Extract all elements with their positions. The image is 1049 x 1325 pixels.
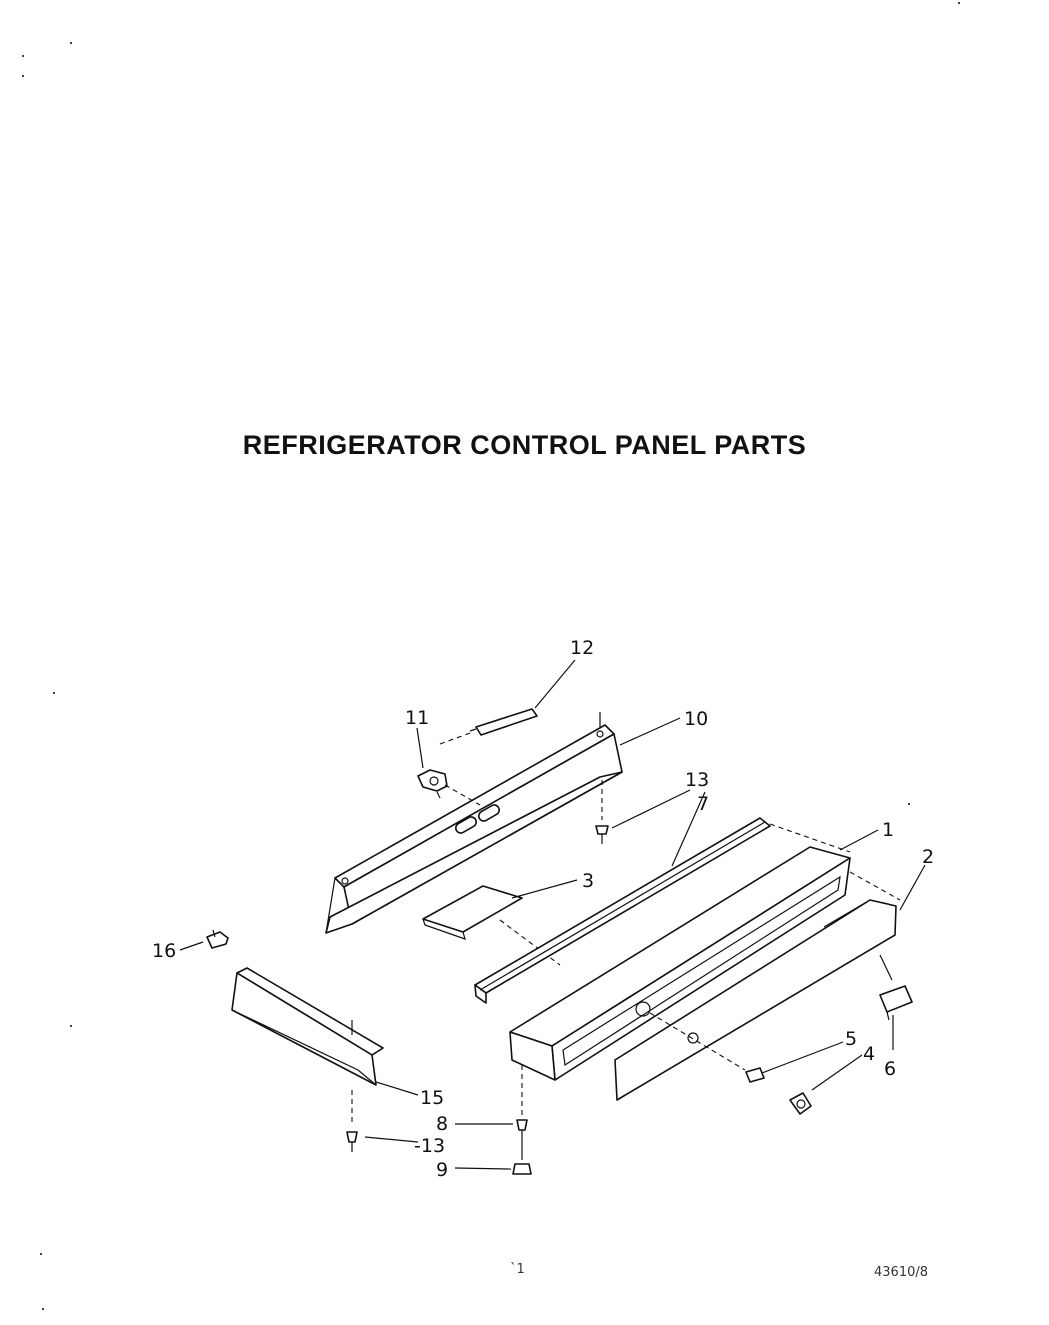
- callout-10: 10: [684, 708, 708, 730]
- leader-lines: [179, 659, 926, 1170]
- part-1-housing: [509, 823, 901, 1081]
- part-5-bulb: [649, 1012, 765, 1083]
- scan-speck: [70, 42, 72, 44]
- callout-12: 12: [570, 637, 594, 659]
- callout-7: 7: [697, 793, 709, 815]
- part-10-upper-rail: [325, 712, 623, 934]
- callout-16: 16: [152, 940, 176, 962]
- scan-speck: [40, 1253, 42, 1255]
- part-9-foot: [512, 1163, 532, 1175]
- document-number: 43610/8: [874, 1265, 929, 1280]
- callout-6: 6: [884, 1058, 896, 1080]
- part-13-screw-upper: [595, 780, 609, 844]
- part-6-switch: [879, 954, 913, 1050]
- part-3-switch-plate: [422, 885, 561, 966]
- callout-3: 3: [582, 870, 594, 892]
- part-4-socket: [789, 1092, 812, 1115]
- callout-4: 4: [863, 1043, 875, 1065]
- part-16-clip: [206, 929, 229, 949]
- part-15-trim-channel: [231, 967, 384, 1086]
- scan-speck: [22, 55, 24, 57]
- callout-8: 8: [436, 1113, 448, 1135]
- callout-13-lower: -13: [414, 1135, 445, 1157]
- part-8-screw: [516, 1065, 528, 1160]
- callout-9: 9: [436, 1159, 448, 1181]
- part-7-strip: [474, 817, 771, 1004]
- scan-speck: [908, 803, 910, 805]
- callout-5: 5: [845, 1028, 857, 1050]
- page-number: `1: [510, 1262, 525, 1277]
- part-11-clip: [417, 769, 448, 799]
- callout-15: 15: [420, 1087, 444, 1109]
- part-2-cover: [614, 899, 897, 1101]
- scan-speck: [22, 75, 24, 77]
- callout-2: 2: [922, 846, 934, 868]
- part-13-screw-lower: [346, 1090, 358, 1152]
- scan-speck: [70, 1025, 72, 1027]
- scan-speck: [42, 1308, 44, 1310]
- callout-11: 11: [405, 707, 429, 729]
- callout-1: 1: [882, 819, 894, 841]
- scan-speck: [53, 692, 55, 694]
- page-title: REFRIGERATOR CONTROL PANEL PARTS: [242, 430, 807, 460]
- scan-speck: [958, 2, 960, 4]
- part-12-sensor-tube: [439, 708, 538, 745]
- callout-13-upper: 13: [685, 769, 709, 791]
- callout-labels: 1 2 3 4 5 6 7 8 9 10 11 12 13 -13 15 16: [152, 637, 934, 1181]
